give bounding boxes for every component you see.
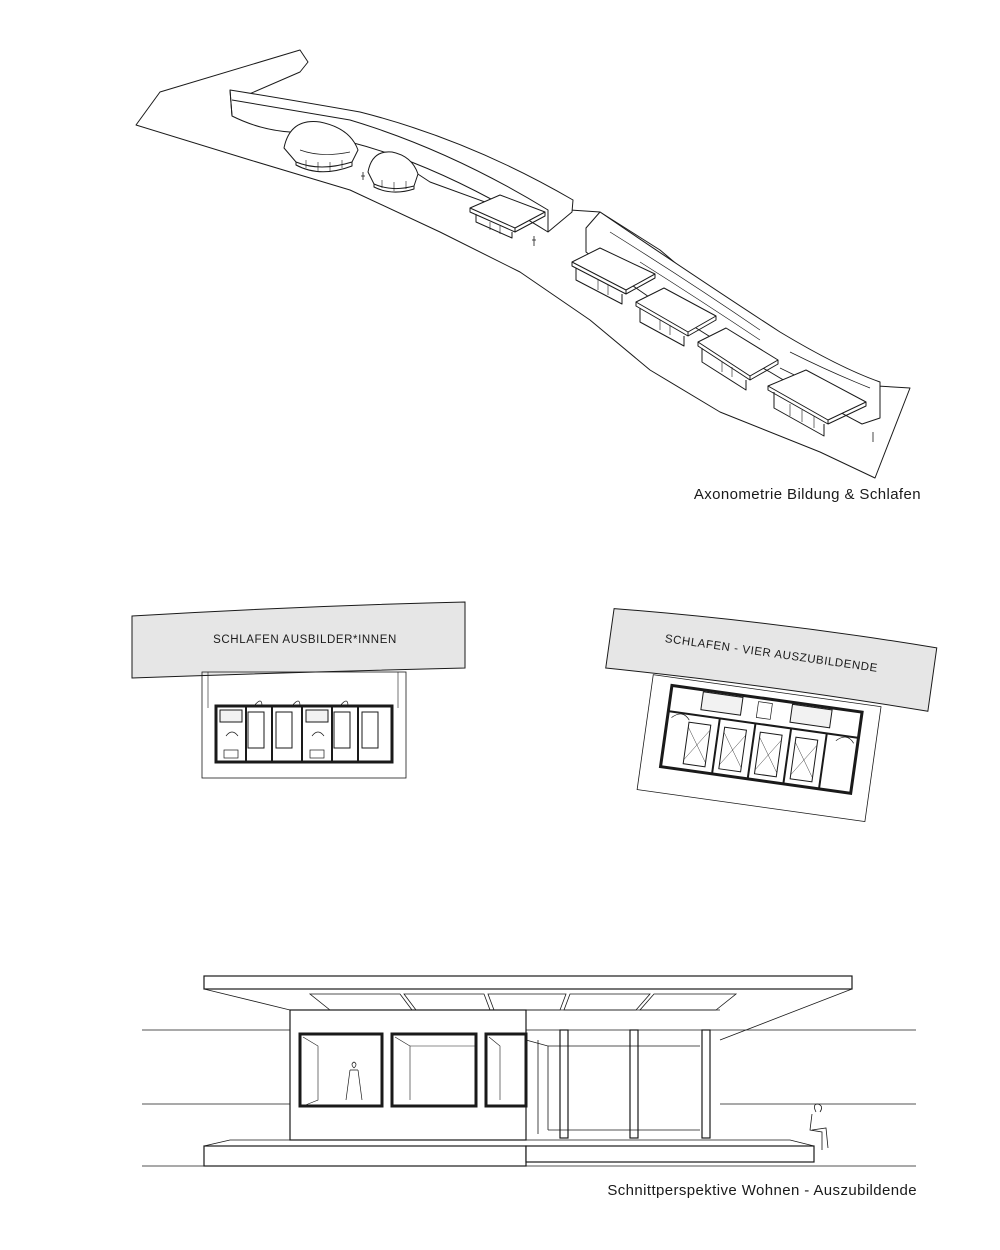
interior-perspective xyxy=(525,1029,720,1139)
plan-trainers-rooms xyxy=(219,700,379,762)
caption-section: Schnittperspektive Wohnen - Auszubildend… xyxy=(607,1182,917,1199)
caption-axonometry: Axonometrie Bildung & Schlafen xyxy=(693,486,921,503)
pavilion-3 xyxy=(697,327,779,391)
pavilion-top xyxy=(469,194,546,239)
section-perspective xyxy=(142,975,916,1167)
rotunda-large xyxy=(283,121,359,173)
plan-apprentices-building xyxy=(658,683,864,796)
plan-trainers-building xyxy=(214,704,394,764)
plan-trainers-wall xyxy=(131,601,466,679)
pavilion-2 xyxy=(635,287,717,347)
plan-apprentices: SCHLAFEN - VIER AUSZUBILDENDE xyxy=(605,608,938,823)
axonometry-view xyxy=(135,49,911,479)
plan-trainers-label: SCHLAFEN AUSBILDER*INNEN xyxy=(213,634,397,646)
plan-trainers-terrace xyxy=(201,671,407,779)
plan-apprentices-terrace xyxy=(636,674,882,823)
skylights xyxy=(308,993,738,1011)
plan-apprentices-wall xyxy=(605,608,938,712)
human-silhouette xyxy=(345,1061,363,1101)
floor-slab-right xyxy=(525,1145,815,1163)
pavilion-4 xyxy=(767,369,867,437)
section-cut-box xyxy=(289,1009,527,1141)
roof-slab xyxy=(203,975,853,990)
human-figure-2 xyxy=(532,236,536,246)
floor-slab-left xyxy=(203,1145,527,1167)
rotunda-small xyxy=(367,151,419,193)
curved-wall-lower-lines xyxy=(609,231,871,403)
human-figure xyxy=(361,172,365,180)
plan-trainers: SCHLAFEN AUSBILDER*INNEN xyxy=(131,601,466,779)
plan-apprentices-rooms xyxy=(668,691,859,790)
section-windows xyxy=(298,1032,528,1108)
pavilion-1 xyxy=(571,247,656,305)
sitting-figure xyxy=(809,1103,829,1150)
curved-wall-upper-edge xyxy=(229,89,549,232)
